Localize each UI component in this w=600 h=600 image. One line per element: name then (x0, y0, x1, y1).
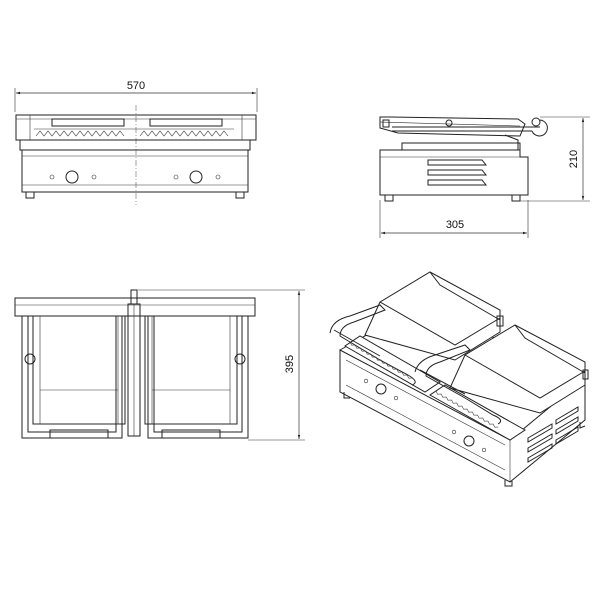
top-view: 395 (14, 289, 305, 441)
front-view: 570 (14, 80, 258, 205)
side-view: 210 305 (379, 116, 590, 238)
top-depth-label: 395 (284, 355, 296, 373)
side-depth-label: 305 (446, 219, 464, 231)
side-height-label: 210 (568, 150, 580, 168)
front-width-label: 570 (127, 80, 145, 92)
isometric-view (329, 271, 589, 487)
